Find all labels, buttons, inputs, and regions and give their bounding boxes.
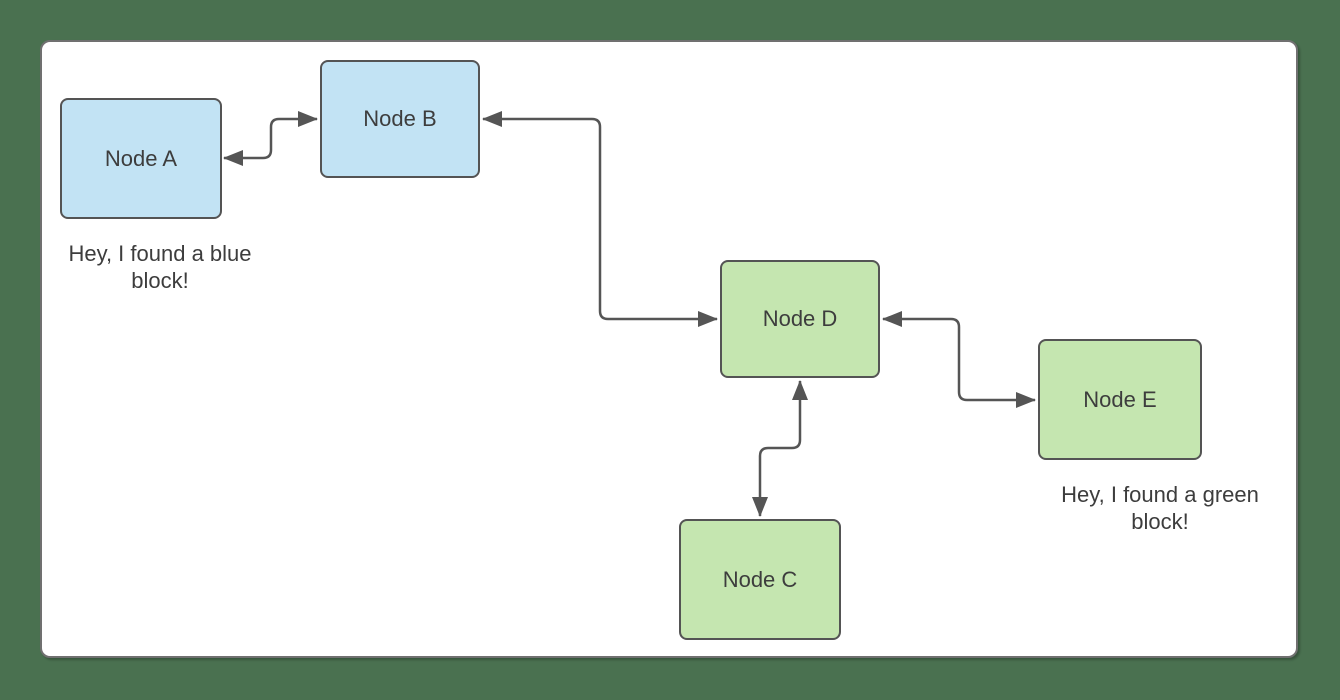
node-c[interactable]: Node C <box>679 519 841 640</box>
node-e[interactable]: Node E <box>1038 339 1202 460</box>
node-d[interactable]: Node D <box>720 260 880 378</box>
connector-a-b[interactable] <box>223 111 318 166</box>
connector-b-d[interactable] <box>482 111 718 327</box>
connector-d-e[interactable] <box>882 311 1036 408</box>
node-a[interactable]: Node A <box>60 98 222 219</box>
node-a-label: Node A <box>104 145 178 171</box>
node-b-label: Node B <box>363 106 437 131</box>
node-e-label: Node E <box>1083 386 1157 412</box>
node-d-label: Node D <box>762 306 838 331</box>
node-c-label: Node C <box>722 566 798 592</box>
caption-green-block: Hey, I found a green block! <box>1061 482 1259 534</box>
node-b[interactable]: Node B <box>320 60 480 178</box>
connector-d-c[interactable] <box>752 380 808 517</box>
caption-blue-block: Hey, I found a blue block! <box>68 241 252 293</box>
